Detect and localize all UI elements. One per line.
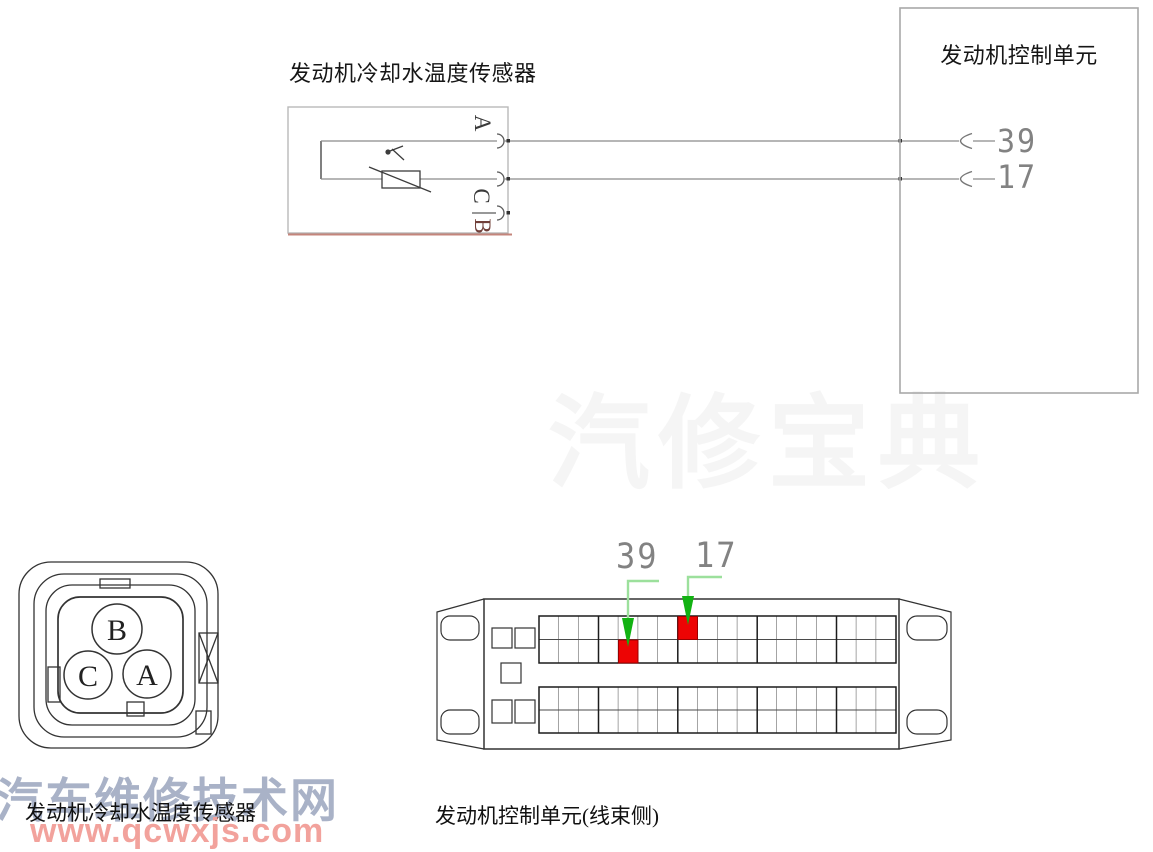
sensor-terminal-arcs (472, 133, 505, 221)
watermark-center: 汽修宝典 (548, 387, 988, 501)
connector-pin-17-label: 17 (695, 534, 738, 576)
sensor-connector-face (18, 561, 219, 749)
pin-grid-upper (539, 616, 896, 663)
pin-arrow-icons (959, 132, 973, 188)
sensor-connector-pin-letters: B C A (78, 614, 158, 693)
pin-b-label: B (107, 614, 127, 647)
ecu-box (899, 7, 1139, 394)
terminal-a-label: A (470, 115, 495, 132)
arrow-left-icon (959, 170, 973, 188)
wire-ticks (506, 139, 902, 215)
ecu-connector-caption: 发动机控制单元(线束侧) (435, 804, 659, 828)
terminal-b-label: B (470, 218, 495, 233)
connector-pin-39-label: 39 (616, 535, 659, 577)
terminal-c-label: C (469, 188, 494, 203)
pin-pointers (622, 575, 722, 647)
pin-cavity-a (122, 649, 172, 699)
pin-a-label: A (136, 659, 158, 692)
ecu-box-title: 发动机控制单元 (940, 43, 1098, 68)
keying-x-box (198, 632, 219, 684)
ecu-connector-wings (436, 598, 952, 750)
thermistor-symbol (320, 140, 497, 193)
ecu-pin-17: 17 (997, 158, 1038, 197)
pin-grid-lower (539, 687, 896, 733)
sensor-box (287, 106, 509, 234)
pin-c-label: C (78, 660, 98, 693)
pin-cavity-c (63, 650, 113, 700)
pin-cavity-b (91, 603, 143, 655)
sensor-schematic-title: 发动机冷却水温度传感器 (289, 61, 537, 86)
sensor-terminal-letters: A C B (469, 115, 495, 234)
sensor-connector-caption: 发动机冷却水温度传感器 (25, 801, 256, 825)
ecu-connector (436, 575, 952, 750)
arrow-left-icon (959, 132, 973, 150)
harness-wires (503, 140, 995, 180)
watermark-site-url[interactable]: www.qcwxjs.com (30, 812, 325, 850)
watermark-site-name: 汽车维修技术网 (0, 774, 339, 827)
index-squares (491, 627, 536, 724)
ecu-pin-39: 39 (997, 122, 1038, 161)
